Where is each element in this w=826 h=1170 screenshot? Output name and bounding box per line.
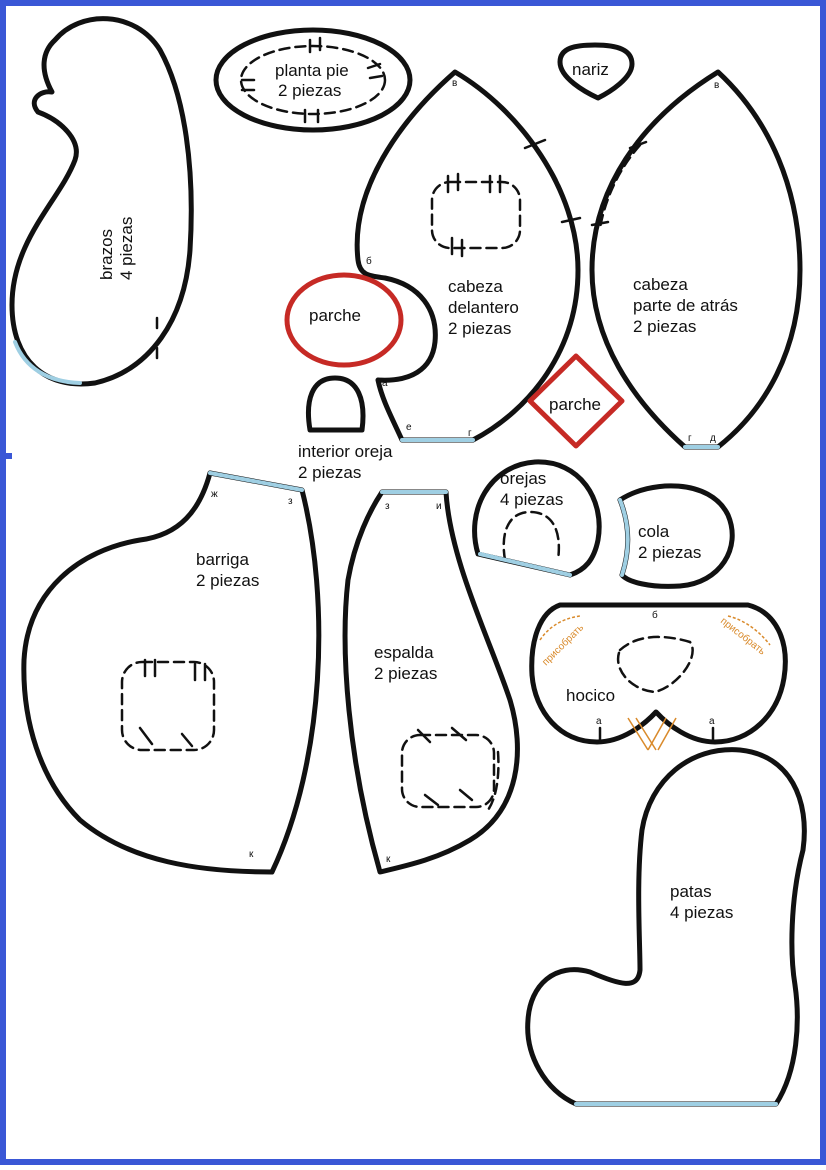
cabeza-delantero-label: cabeza delantero 2 piezas bbox=[448, 277, 524, 338]
piece-interior-oreja: interior oreja 2 piezas bbox=[298, 375, 397, 482]
svg-text:и: и bbox=[436, 501, 442, 512]
svg-text:б: б bbox=[366, 255, 372, 267]
piece-barriga: ж з к barriga 2 piezas bbox=[21, 470, 322, 875]
espalda-label: espalda 2 piezas bbox=[374, 643, 438, 683]
piece-orejas: orejas 4 piezas bbox=[472, 459, 602, 578]
hocico-label: hocico bbox=[566, 686, 615, 705]
piece-cola: cola 2 piezas bbox=[617, 483, 735, 589]
svg-text:ж: ж bbox=[211, 489, 218, 500]
piece-espalda: з и к espalda 2 piezas bbox=[342, 489, 520, 875]
cabeza-atras-label: cabeza parte de atrás 2 piezas bbox=[633, 275, 743, 336]
nariz-label: nariz bbox=[572, 60, 609, 79]
svg-text:б: б bbox=[652, 609, 658, 621]
planta-pie-label: planta pie 2 piezas bbox=[275, 61, 353, 100]
svg-text:к: к bbox=[386, 854, 391, 865]
cola-label: cola 2 piezas bbox=[638, 522, 701, 562]
svg-text:д: д bbox=[710, 433, 716, 444]
svg-text:а: а bbox=[596, 716, 602, 727]
svg-text:з: з bbox=[288, 496, 293, 507]
parche-oval-label: parche bbox=[309, 306, 361, 325]
svg-text:а: а bbox=[382, 378, 388, 389]
piece-brazos: brazos 4 piezas bbox=[9, 16, 194, 387]
patas-label: patas 4 piezas bbox=[670, 882, 733, 922]
piece-hocico: присобрать присобрать б а а hocico bbox=[529, 602, 788, 751]
svg-text:е: е bbox=[406, 422, 412, 433]
svg-text:г: г bbox=[688, 433, 692, 444]
parche-diamond-label: parche bbox=[549, 395, 601, 414]
piece-parche-oval: parche bbox=[284, 272, 404, 368]
orejas-label: orejas 4 piezas bbox=[500, 469, 563, 509]
svg-text:а: а bbox=[709, 716, 715, 727]
piece-cabeza-atras: в г д cabeza parte de atrás 2 piezas bbox=[589, 69, 803, 450]
svg-text:в: в bbox=[714, 80, 719, 91]
piece-cabeza-delantero: в б а е г cabeza delantero 2 piezas bbox=[354, 69, 582, 443]
piece-nariz: nariz bbox=[557, 42, 635, 101]
piece-planta-pie: planta pie 2 piezas bbox=[213, 27, 413, 133]
barriga-label: barriga 2 piezas bbox=[196, 550, 259, 590]
gather-note-left: присобрать bbox=[540, 622, 586, 668]
interior-oreja-label: interior oreja 2 piezas bbox=[298, 442, 397, 482]
piece-patas: patas 4 piezas bbox=[525, 747, 807, 1107]
svg-text:г: г bbox=[468, 428, 472, 439]
svg-text:к: к bbox=[249, 849, 254, 860]
piece-parche-diamond: parche bbox=[527, 353, 625, 449]
svg-text:з: з bbox=[385, 501, 390, 512]
svg-text:в: в bbox=[452, 78, 457, 89]
brazos-label: brazos 4 piezas bbox=[97, 217, 136, 280]
